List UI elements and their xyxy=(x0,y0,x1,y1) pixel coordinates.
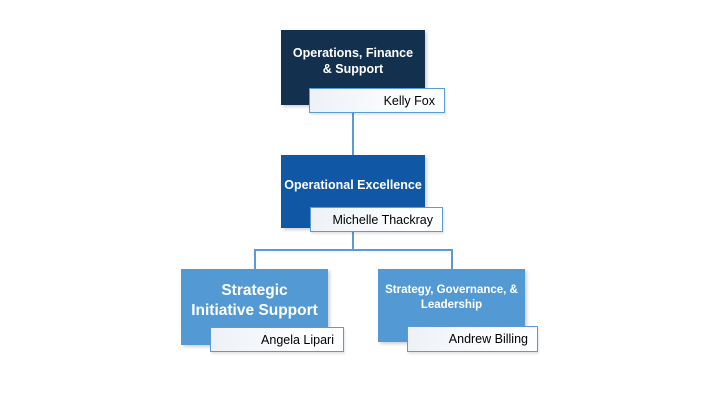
connector-right-drop xyxy=(451,249,453,270)
name-tag-kelly-fox[interactable]: Kelly Fox xyxy=(309,88,445,113)
connector-top-to-middle xyxy=(352,113,354,156)
org-node-title-line: Strategic xyxy=(221,281,288,299)
org-node-title-line: Strategy, Governance, & xyxy=(385,284,518,296)
person-name: Michelle Thackray xyxy=(332,212,433,227)
connector-left-drop xyxy=(254,249,256,270)
name-tag-angela-lipari[interactable]: Angela Lipari xyxy=(210,327,344,352)
org-node-title-line: Operational Excellence xyxy=(284,177,422,192)
name-tag-andrew-billing[interactable]: Andrew Billing xyxy=(407,326,538,352)
org-node-title-line: Initiative Support xyxy=(191,301,318,319)
person-name: Kelly Fox xyxy=(383,93,435,108)
name-tag-michelle-thackray[interactable]: Michelle Thackray xyxy=(310,207,443,232)
org-node-title-line: & Support xyxy=(322,61,384,76)
person-name: Angela Lipari xyxy=(261,332,334,347)
connector-middle-stem xyxy=(352,232,354,251)
org-node-title-line: Operations, Finance xyxy=(292,46,414,60)
org-node-title-line: Leadership xyxy=(420,299,483,311)
person-name: Andrew Billing xyxy=(448,332,528,346)
connector-horizontal-bar xyxy=(254,249,453,251)
